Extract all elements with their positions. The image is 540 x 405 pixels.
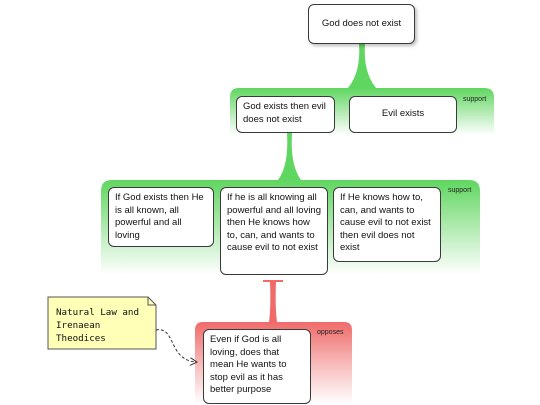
premise-node-evil-exists[interactable]: Evil exists	[349, 96, 457, 133]
note-shape	[47, 296, 157, 350]
connector-objection-to-sub	[269, 282, 277, 322]
objection-node[interactable]: Even if God is all loving, does that mea…	[203, 329, 311, 404]
connector-premise-to-group-2	[278, 133, 301, 180]
sub-node-evil-not-exist[interactable]: If He knows how to, can, and wants to ca…	[333, 187, 441, 262]
group-label-support-2: support	[448, 187, 472, 194]
note-link-arrow	[155, 329, 196, 362]
group-label-support-1: support	[463, 96, 487, 103]
sub-node-knows-can-wants[interactable]: If he is all knowing all powerful and al…	[220, 187, 328, 275]
premise-node-god-exists[interactable]: God exists then evil does not exist	[236, 96, 335, 133]
group-label-opposes: opposes	[317, 329, 344, 336]
note-text[interactable]: Natural Law and Irenaean Theodices	[56, 307, 139, 344]
sub-node-god-attributes[interactable]: If God exists then He is all known, all …	[108, 187, 214, 247]
connector-root-to-group-1	[348, 44, 376, 88]
note-fold	[147, 297, 156, 306]
root-node[interactable]: God does not exist	[308, 4, 415, 44]
